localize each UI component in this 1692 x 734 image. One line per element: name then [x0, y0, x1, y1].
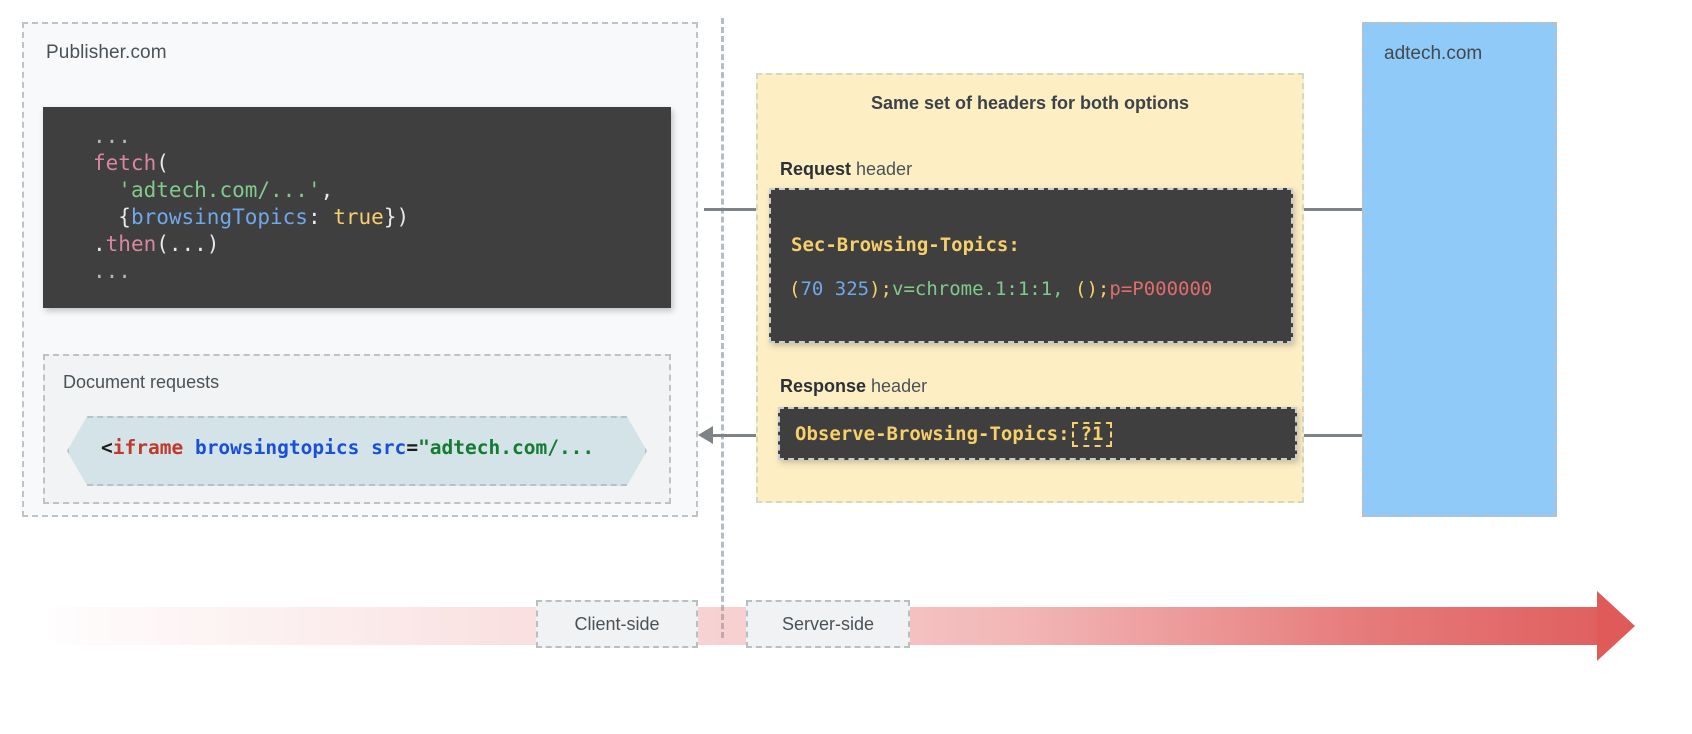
arrow-adtech-to-headers — [1294, 434, 1372, 437]
request-header-label-bold: Request — [780, 159, 852, 179]
timeline-chip-client-side: Client-side — [536, 600, 698, 648]
iframe-snippet-text: <iframe browsingtopics src="adtech.com/.… — [101, 436, 595, 459]
arrow-head-left-icon — [698, 426, 713, 444]
response-header-value-highlight: ?1 — [1071, 422, 1113, 447]
client-server-divider — [721, 18, 724, 638]
publisher-panel: Publisher.com ... fetch( 'adtech.com/...… — [22, 22, 698, 517]
document-requests-title: Document requests — [63, 372, 220, 392]
request-header-name: Sec-Browsing-Topics: — [791, 234, 1020, 256]
headers-panel: Same set of headers for both options Req… — [756, 73, 1304, 503]
arrow-headers-to-adtech-line — [1290, 208, 1370, 211]
timeline-arrow-head-icon — [1597, 591, 1635, 661]
request-header-label: Request header — [780, 159, 912, 180]
publisher-title: Publisher.com — [46, 42, 167, 63]
response-header-label: Response header — [780, 376, 927, 397]
arrow-headers-to-publisher-line — [713, 434, 783, 437]
arrow-publisher-to-headers — [704, 208, 770, 211]
iframe-snippet-chevron — [67, 416, 647, 486]
fetch-code-text: ... fetch( 'adtech.com/...', {browsingTo… — [93, 124, 410, 283]
response-header-text: Observe-Browsing-Topics:?1 — [795, 422, 1113, 447]
timeline-chip-server-side: Server-side — [746, 600, 910, 648]
request-header-code-block: Sec-Browsing-Topics: (70 325);v=chrome.1… — [769, 188, 1293, 343]
response-header-label-bold: Response — [780, 376, 867, 396]
response-header-code-block: Observe-Browsing-Topics:?1 — [778, 407, 1297, 460]
adtech-panel: adtech.com — [1362, 22, 1557, 517]
request-header-label-rest: header — [851, 159, 913, 179]
fetch-code-block: ... fetch( 'adtech.com/...', {browsingTo… — [43, 107, 671, 308]
response-header-name: Observe-Browsing-Topics: — [795, 423, 1070, 445]
response-header-label-rest: header — [866, 376, 928, 396]
document-requests-panel: Document requests <iframe browsingtopics… — [43, 354, 671, 504]
request-header-value: (70 325);v=chrome.1:1:1, ();p=P000000 — [789, 278, 1213, 300]
headers-panel-title: Same set of headers for both options — [870, 93, 1190, 113]
adtech-title: adtech.com — [1384, 43, 1483, 64]
